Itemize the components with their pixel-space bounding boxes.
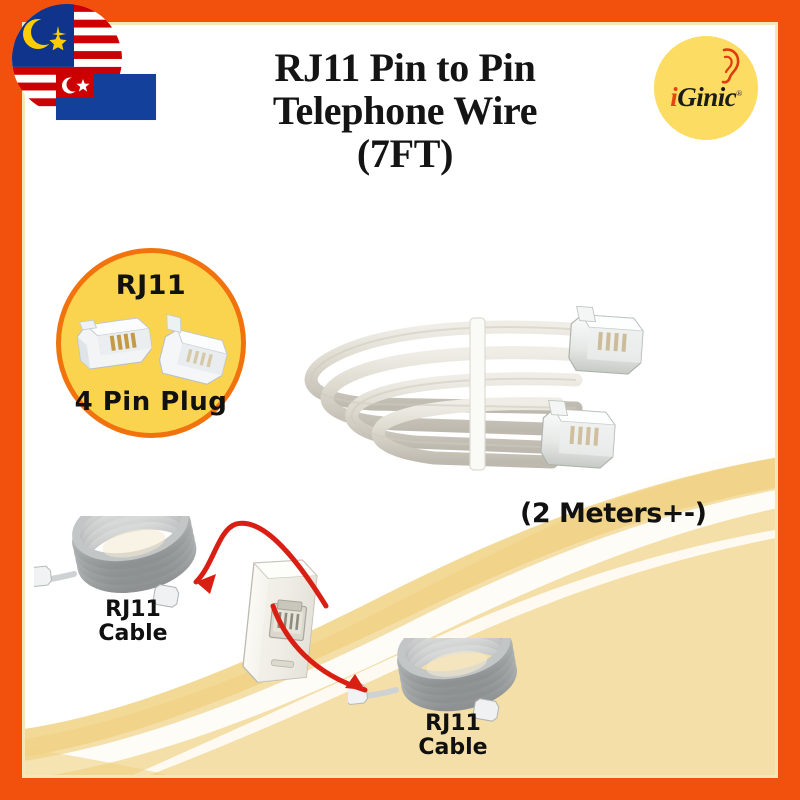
title-line-2: Telephone Wire — [272, 88, 538, 134]
right-cable-label-line2: Cable — [418, 734, 488, 760]
ear-icon — [721, 48, 740, 84]
left-cable-label-line2: Cable — [98, 620, 168, 646]
arrow-to-left-cable-icon — [193, 520, 329, 609]
rj11-badge: RJ11 — [56, 248, 246, 438]
page-title: RJ11 Pin to Pin Telephone Wire (7FT) — [190, 46, 620, 176]
wave-background-svg — [22, 430, 778, 778]
johor-flag — [56, 74, 156, 120]
rj11-cable-coil-left — [34, 516, 197, 608]
right-cable-label-line1: RJ11 — [425, 711, 481, 736]
length-note: (2 Meters+-) — [520, 498, 707, 529]
right-cable-label: RJ11 Cable — [388, 712, 518, 760]
left-cable-label-line1: RJ11 — [105, 597, 161, 622]
brand-letter-i: i — [670, 82, 678, 112]
left-cable-label: RJ11 Cable — [68, 598, 198, 646]
badge-subtitle: 4 Pin Plug — [74, 387, 228, 417]
title-line-3: (7FT) — [356, 131, 454, 177]
title-line-1: RJ11 Pin to Pin — [274, 45, 536, 90]
johor-flag-svg — [56, 74, 156, 120]
brand-name-rest: Ginic — [677, 82, 737, 112]
brand-logo: iGinic® — [654, 36, 758, 140]
badge-title: RJ11 — [115, 270, 187, 301]
rj11-cable-coil-right — [348, 638, 518, 722]
arrow-to-right-cable-icon — [270, 603, 368, 693]
product-photo-coiled-cable — [304, 305, 644, 471]
registered-mark-icon: ® — [736, 89, 742, 98]
brand-wordmark: iGinic® — [654, 82, 758, 113]
rj11-plug-icon — [76, 313, 228, 385]
wave-background-panel — [22, 430, 778, 778]
